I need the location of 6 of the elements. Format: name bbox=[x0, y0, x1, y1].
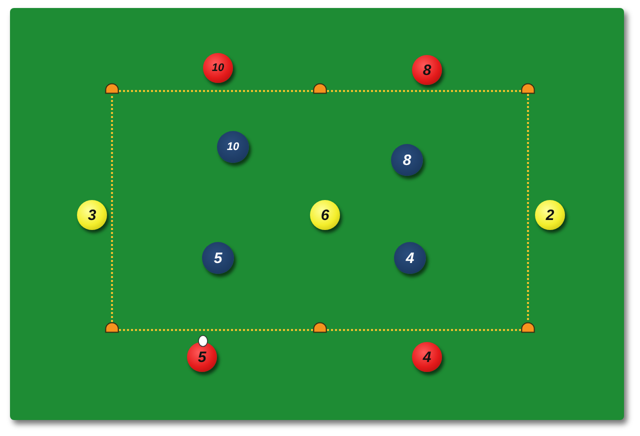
dotted-boundary-line bbox=[111, 94, 113, 322]
dotted-boundary-line bbox=[119, 90, 313, 92]
dotted-boundary-line bbox=[527, 94, 529, 322]
dotted-boundary-line bbox=[327, 90, 521, 92]
dotted-boundary-line bbox=[327, 329, 521, 331]
dotted-boundary-line bbox=[119, 329, 313, 331]
